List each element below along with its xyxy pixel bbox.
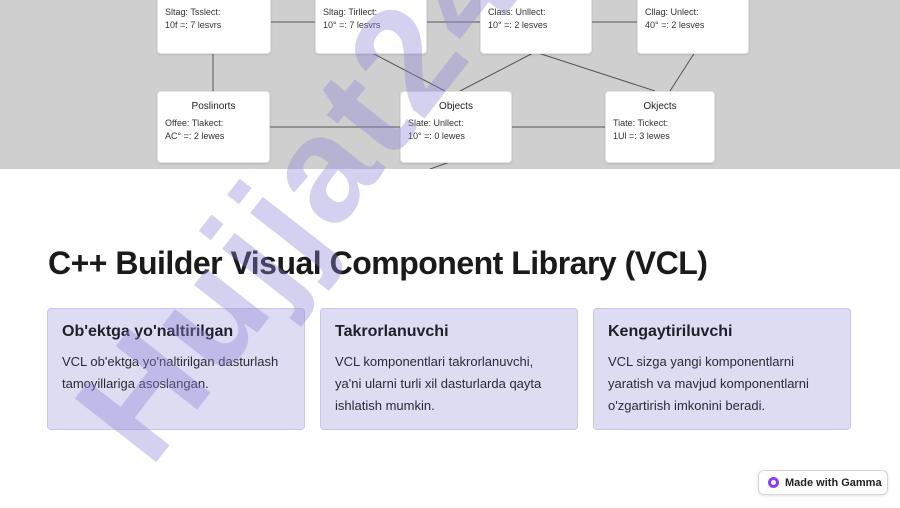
node-line: Offee: Tlakect: [165,118,224,128]
node-line: 10° =: 7 lesvrs [323,20,381,30]
node-line: Cllag: Unlect: [645,7,699,17]
card-body: VCL sizga yangi komponentlarni yaratish … [608,354,809,413]
diagram-node: Sltag: Tirllect: 10° =: 7 lesvrs [315,0,427,54]
node-line: Slate: Unllect: [408,118,464,128]
gamma-logo-icon [768,477,779,488]
node-title: Poslinorts [191,101,236,112]
feature-card: Ob'ektga yo'naltirilgan VCL ob'ektga yo'… [47,308,305,430]
node-line: Sltag: Tsslect: [165,7,221,17]
badge-label: Made with Gamma [785,476,882,489]
card-body: VCL komponentlari takrorlanuvchi, ya'ni … [335,354,542,413]
diagram-node: Okjects Tiate: Tickect: 1Ul =: 3 lewes [605,91,715,163]
node-title: Objects [439,101,473,112]
node-line: Tiate: Tickect: [613,118,669,128]
card-heading: Takrorlanuvchi [335,323,449,340]
node-line: 10° =: 0 lewes [408,131,465,141]
node-line: 10° =: 2 lesves [488,20,548,30]
made-with-gamma-button[interactable]: Made with Gamma [758,470,888,495]
card-heading: Kengaytiriluvchi [608,323,733,340]
feature-card: Takrorlanuvchi VCL komponentlari takrorl… [320,308,578,430]
diagram-node: Objects Slate: Unllect: 10° =: 0 lewes [400,91,512,163]
card-heading: Ob'ektga yo'naltirilgan [62,323,234,340]
node-line: Class: Unllect: [488,7,546,17]
card-body: VCL ob'ektga yo'naltirilgan dasturlash t… [62,354,279,391]
node-line: 10f =: 7 lesvrs [165,20,222,30]
diagram-image: Sltag: Tsslect: 10f =: 7 lesvrs Sltag: T… [0,0,900,169]
node-title: Okjects [643,101,677,112]
node-line: 1Ul =: 3 lewes [613,131,670,141]
diagram-connectors [212,21,696,169]
diagram-node: Cllag: Unlect: 40° =: 2 lesves [637,0,749,54]
node-line: AC° =: 2 lewes [165,131,225,141]
node-line: Sltag: Tirllect: [323,7,378,17]
diagram-node: Poslinorts Offee: Tlakect: AC° =: 2 lewe… [157,91,270,163]
feature-card: Kengaytiriluvchi VCL sizga yangi kompone… [593,308,851,430]
diagram-node: Class: Unllect: 10° =: 2 lesves [480,0,592,54]
page-title: C++ Builder Visual Component Library (VC… [48,245,708,281]
node-line: 40° =: 2 lesves [645,20,705,30]
diagram-node: Sltag: Tsslect: 10f =: 7 lesvrs [157,0,271,54]
